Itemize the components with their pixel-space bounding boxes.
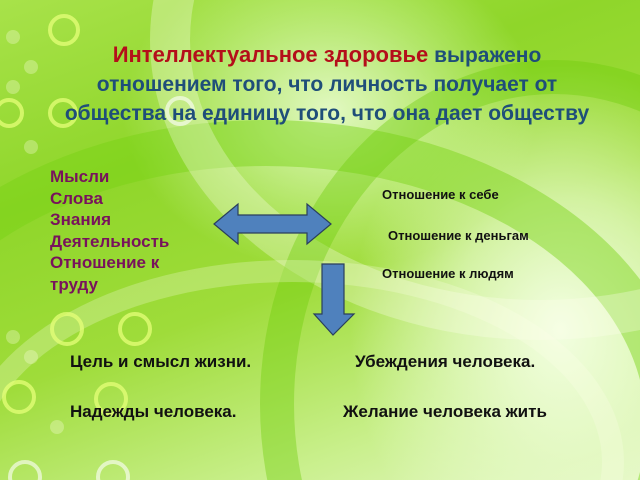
decorative-ring xyxy=(50,312,84,346)
decorative-dot xyxy=(24,140,38,154)
decorative-ring xyxy=(96,460,130,480)
decorative-dot xyxy=(24,350,38,364)
decorative-ring xyxy=(0,98,24,128)
relation-item: Отношение к деньгам xyxy=(388,228,529,243)
decorative-ring xyxy=(118,312,152,346)
down-arrow-icon xyxy=(312,263,356,336)
decorative-ring xyxy=(8,460,42,480)
list-item: Слова xyxy=(50,188,103,208)
title-highlight: Интеллектуальное здоровье xyxy=(112,42,429,67)
list-item: труду xyxy=(50,274,98,294)
decorative-dot xyxy=(24,60,38,74)
list-item: Деятельность xyxy=(50,231,170,251)
relation-item: Отношение к себе xyxy=(382,187,499,202)
list-item: Знания xyxy=(50,210,112,229)
desire-text: Желание человека жить xyxy=(343,402,547,421)
slide-title: Интеллектуальное здоровье выражено отнош… xyxy=(46,40,608,128)
list-item: Мысли xyxy=(50,167,110,186)
list-item: Отношение к xyxy=(50,253,160,272)
decorative-dot xyxy=(6,30,20,44)
left-list: Мысли Слова Знания Деятельность Отношени… xyxy=(50,166,169,295)
double-headed-arrow-icon xyxy=(213,202,332,246)
goal-text: Цель и смысл жизни. xyxy=(70,352,252,371)
decorative-dot xyxy=(50,420,64,434)
hopes-text: Надежды человека. xyxy=(70,402,237,421)
beliefs-text: Убеждения человека. xyxy=(355,352,536,371)
decorative-dot xyxy=(6,330,20,344)
title-rest: выражено отношением того, что личность п… xyxy=(64,44,590,125)
decorative-ring xyxy=(2,380,36,414)
decorative-dot xyxy=(6,80,20,94)
relation-item: Отношение к людям xyxy=(382,266,514,281)
